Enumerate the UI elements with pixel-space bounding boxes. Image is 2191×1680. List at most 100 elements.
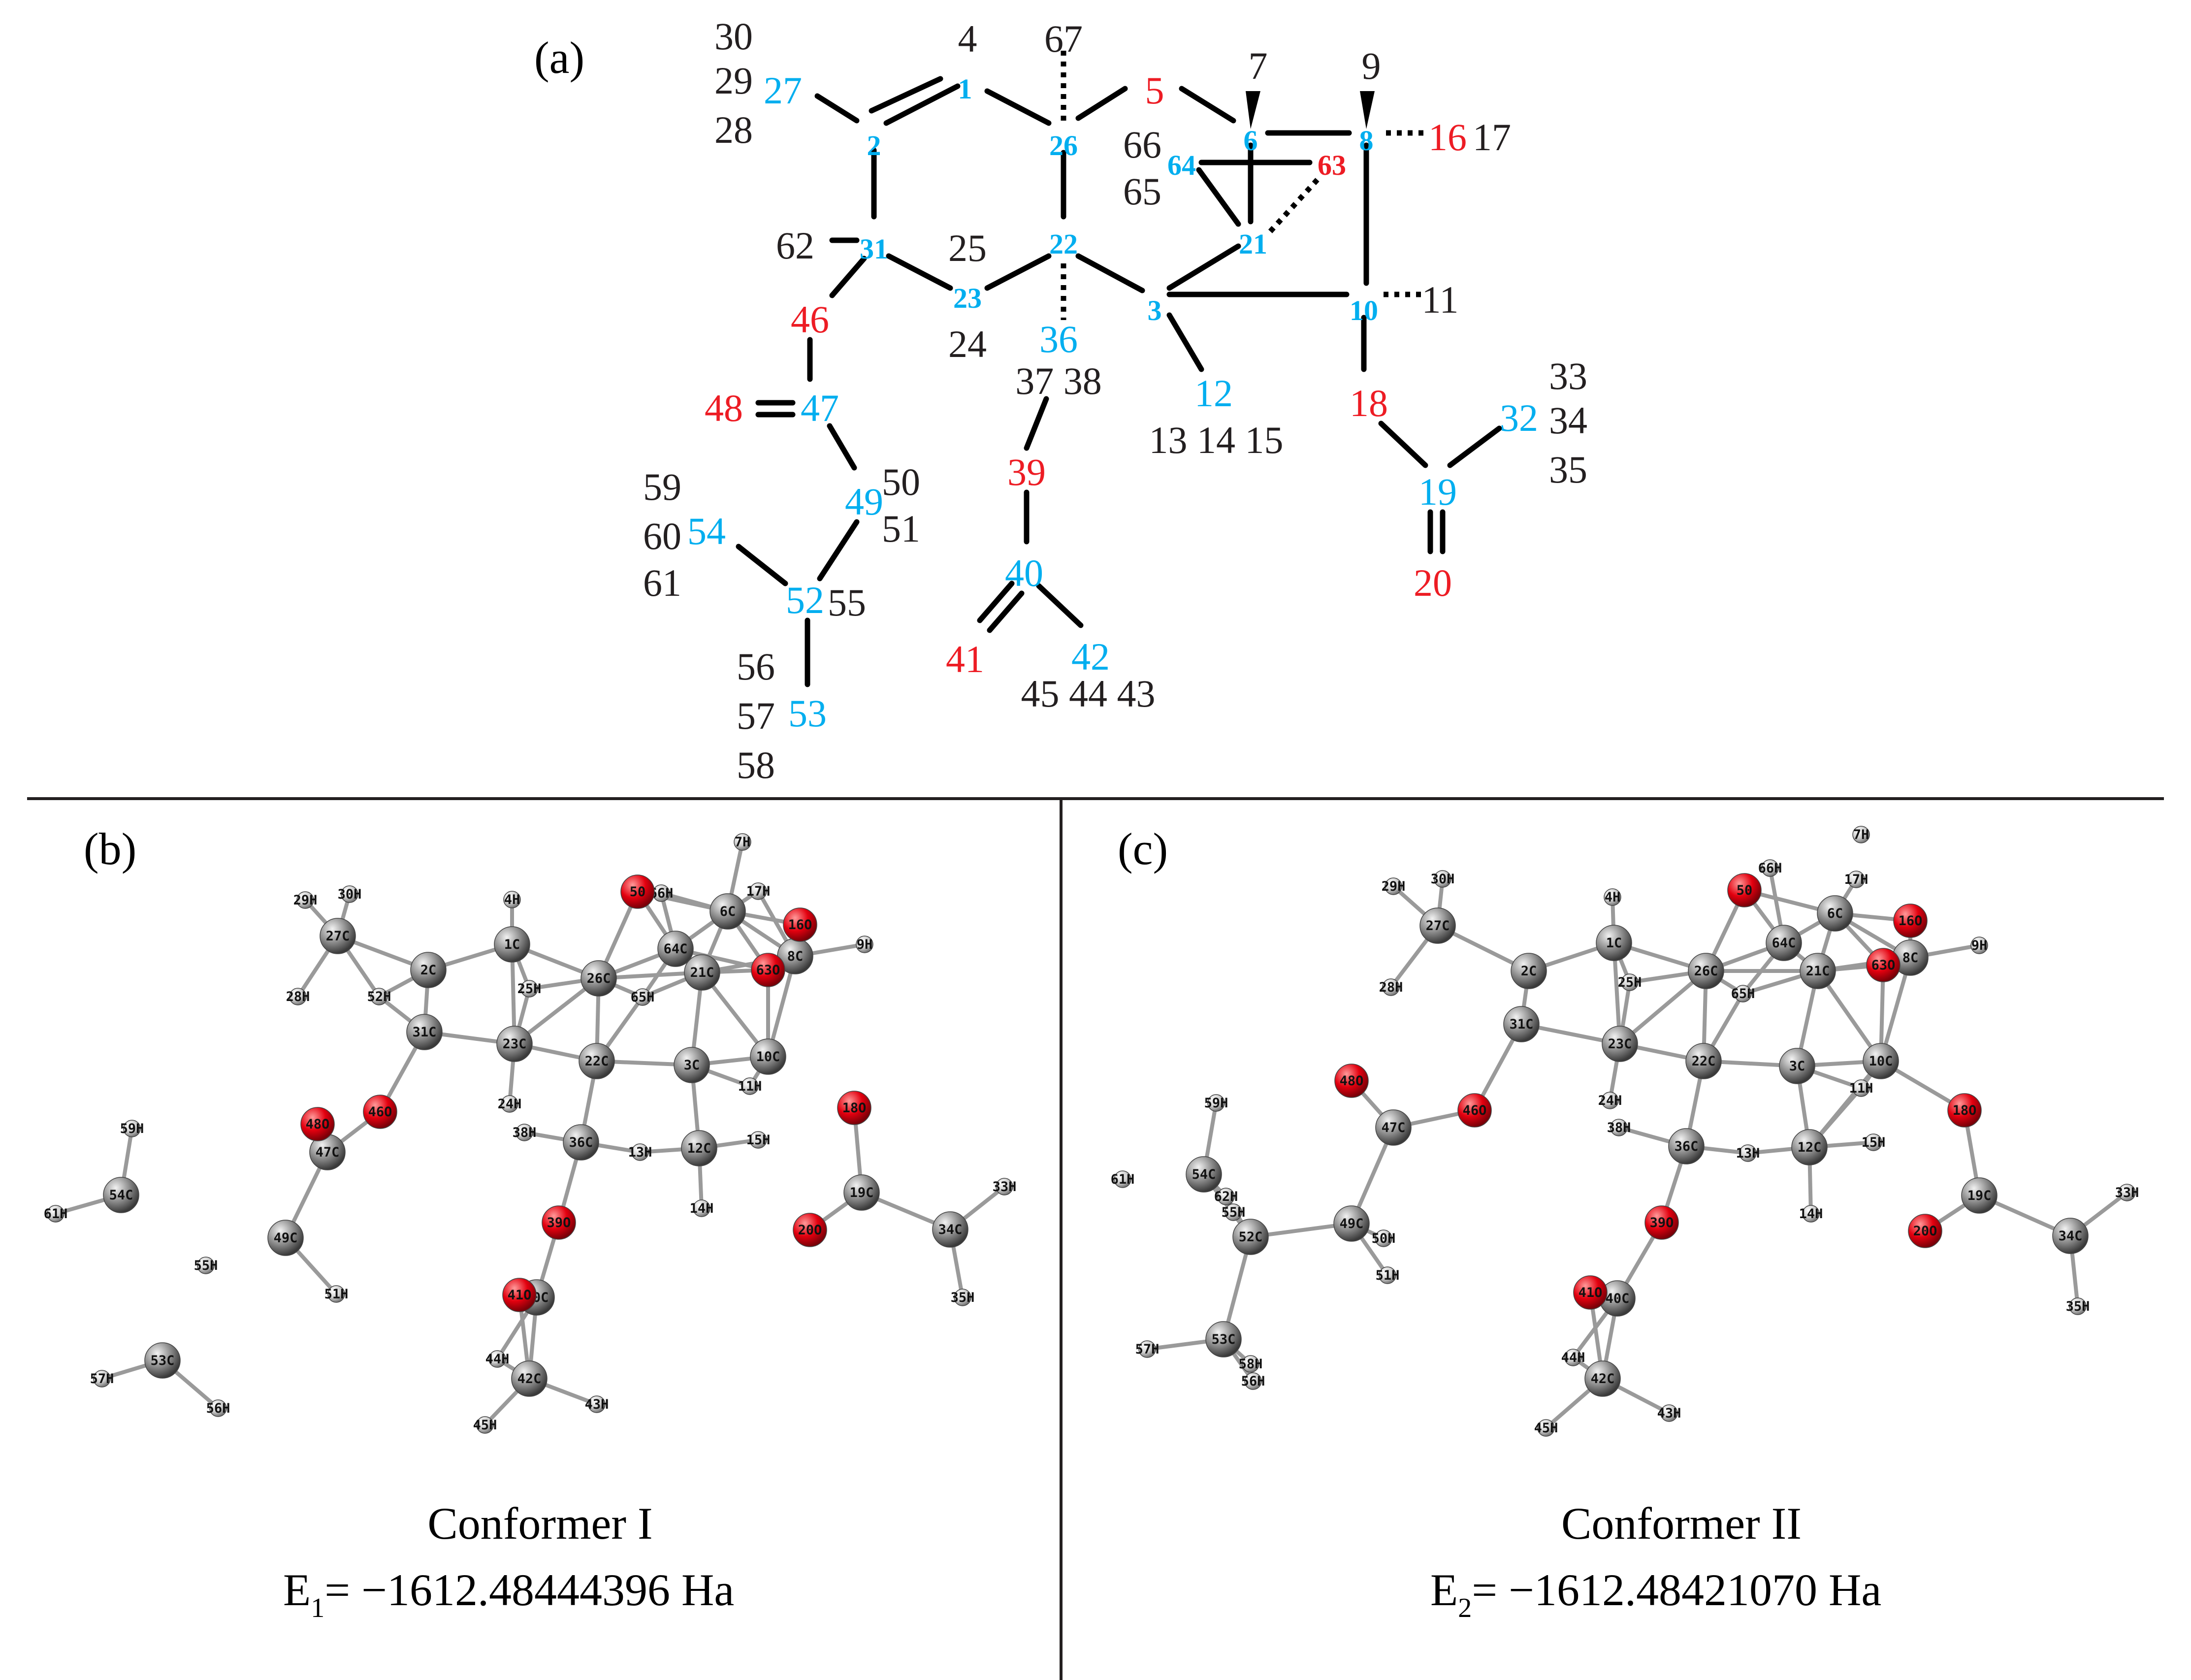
- atom-label: 23C: [503, 1036, 527, 1052]
- hydrogen-label: 50: [882, 460, 920, 503]
- atom-52C: 52C: [1232, 1219, 1269, 1255]
- atom-label: 13H: [628, 1145, 652, 1160]
- carbon-sphere: [2052, 1218, 2089, 1254]
- atom-51H: 51H: [1376, 1266, 1399, 1284]
- conformer-1-caption: Conformer I: [427, 1498, 652, 1549]
- oxygen-sphere: [1893, 904, 1928, 938]
- oxygen-sphere: [300, 1107, 335, 1141]
- bond-3-21: [1166, 243, 1241, 291]
- atom-14H: 14H: [1799, 1205, 1823, 1223]
- atom-59H: 59H: [1204, 1094, 1228, 1112]
- hydrogen-sphere: [1610, 1119, 1628, 1136]
- bond-26-5: [1075, 86, 1128, 121]
- panel-c-label: (c): [1118, 824, 1168, 874]
- atom-label: 10C: [1869, 1054, 1893, 1069]
- atom-label: 33H: [993, 1179, 1017, 1195]
- atom-label-19: 19: [1418, 470, 1457, 513]
- hydrogen-label: 51: [882, 507, 920, 550]
- atom-9H: 9H: [1970, 937, 1988, 954]
- atom-23C: 23C: [1602, 1026, 1638, 1062]
- atom-23C: 23C: [496, 1026, 533, 1062]
- carbon-sphere: [579, 1043, 615, 1079]
- atom-label-10: 10: [1350, 294, 1378, 326]
- atom-8C: 8C: [777, 938, 813, 974]
- atom-29H: 29H: [1382, 877, 1405, 895]
- energy-subscript: 1: [311, 1593, 324, 1623]
- atom-24H: 24H: [498, 1095, 522, 1113]
- energy-symbol: E: [1430, 1565, 1458, 1615]
- atom-44H: 44H: [485, 1350, 509, 1368]
- hydrogen-sphere: [1970, 937, 1988, 954]
- atom-65H: 65H: [631, 988, 654, 1006]
- hydrogen-sphere: [2069, 1297, 2087, 1315]
- atom-46O: 46O: [363, 1095, 397, 1129]
- atom-label: 28H: [1379, 980, 1403, 995]
- atom-label-3: 3: [1148, 294, 1162, 326]
- atom-label: 34C: [2059, 1228, 2083, 1244]
- carbon-sphere: [709, 893, 746, 930]
- atom-34C: 34C: [932, 1211, 968, 1248]
- hydrogen-sphere: [1537, 1419, 1555, 1437]
- atom-4H: 4H: [1604, 888, 1621, 906]
- atom-label: 19C: [850, 1185, 874, 1200]
- atom-43H: 43H: [585, 1395, 609, 1413]
- bond-31-23: [886, 253, 953, 291]
- atom-58H: 58H: [1239, 1355, 1262, 1373]
- carbon-sphere: [1375, 1109, 1412, 1146]
- atom-30H: 30H: [338, 885, 361, 903]
- atom-label: 46O: [1463, 1103, 1487, 1118]
- atom-label: 50: [630, 884, 646, 900]
- atom-label: 43H: [585, 1397, 609, 1412]
- hydrogen-label: 4: [958, 17, 977, 60]
- hydrogen-sphere: [197, 1257, 215, 1274]
- hydrogen-sphere: [1802, 1205, 1820, 1223]
- hydrogen-sphere: [520, 980, 538, 998]
- oxygen-sphere: [542, 1205, 576, 1240]
- atom-20O: 20O: [793, 1213, 827, 1247]
- atom-3C: 3C: [1779, 1048, 1815, 1084]
- atom-44H: 44H: [1561, 1349, 1585, 1366]
- atom-48O: 48O: [1334, 1064, 1369, 1098]
- bond-40-41-a: [977, 581, 1015, 623]
- bond-1-26: [984, 88, 1052, 126]
- atom-label: 24H: [498, 1097, 522, 1112]
- atom-22C: 22C: [579, 1043, 615, 1079]
- atom-label-52: 52: [786, 579, 824, 621]
- hash-21-63: [1268, 175, 1322, 233]
- atom-17H: 17H: [1844, 871, 1868, 888]
- oxygen-sphere: [1727, 873, 1762, 907]
- atom-56H: 56H: [1241, 1372, 1265, 1390]
- bond-19-32: [1447, 425, 1502, 468]
- atom-label-63: 63: [1318, 149, 1346, 181]
- atom-label: 28H: [286, 989, 310, 1004]
- hydrogen-sphere: [1734, 985, 1752, 1002]
- atom-12C: 12C: [1791, 1129, 1828, 1165]
- atom-label: 12C: [1798, 1140, 1822, 1155]
- panel-dividers: [27, 797, 2164, 1680]
- hydrogen-label: 58: [737, 743, 775, 786]
- atom-39O: 39O: [1644, 1205, 1679, 1240]
- bond-31-46: [829, 256, 867, 298]
- atom-label-40: 40: [1005, 551, 1043, 594]
- atom-50: 50: [1727, 873, 1762, 907]
- hydrogen-label: 61: [643, 561, 681, 604]
- atom-label: 42C: [517, 1371, 542, 1387]
- atom-label: 52H: [367, 989, 391, 1004]
- oxygen-sphere: [751, 953, 785, 987]
- atom-label-48: 48: [705, 387, 743, 429]
- carbon-sphere: [681, 1130, 717, 1166]
- atom-16O: 16O: [1893, 904, 1928, 938]
- atom-22C: 22C: [1685, 1043, 1722, 1079]
- hydrogen-sphere: [341, 885, 358, 903]
- bond-47-49: [827, 423, 857, 471]
- hydrogen-label: 67: [1044, 17, 1083, 60]
- hydrogen-sphere: [1434, 870, 1451, 888]
- atom-label: 59H: [1204, 1096, 1228, 1111]
- atom-label: 11H: [738, 1079, 762, 1094]
- hydrogen-label: 62: [776, 224, 814, 267]
- oxygen-sphere: [502, 1278, 537, 1312]
- atom-label-32: 32: [1500, 396, 1538, 439]
- hydrogen-sphere: [1660, 1404, 1678, 1422]
- hydrogen-sphere: [476, 1416, 494, 1434]
